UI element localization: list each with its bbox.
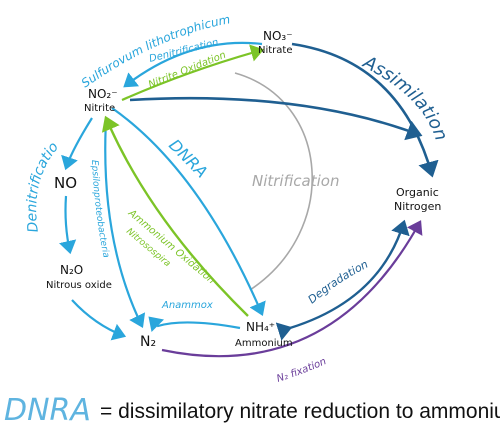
nitrite-formula: NO₂⁻	[88, 87, 118, 101]
assimilation-arrow	[291, 42, 439, 178]
n2-label: N₂	[140, 334, 156, 350]
nitrite-to-n2-arrow	[104, 119, 146, 328]
nitrification-label: Nitrification	[252, 172, 339, 190]
anammox-label: Anammox	[161, 300, 213, 311]
ammonium-name: Ammonium	[235, 338, 293, 349]
nitrite-to-no-arrow	[61, 117, 93, 171]
n2o-name: Nitrous oxide	[46, 280, 112, 291]
nitrite-to-organic-arrow	[129, 96, 423, 141]
nitrite-name: Nitrite	[84, 103, 115, 114]
epsilon-label: Epsilonproteobacteria	[89, 160, 111, 259]
legend-dnra: DNRA	[4, 393, 91, 428]
dnra-arrow	[111, 107, 266, 317]
dnra-label: DNRA	[165, 135, 211, 181]
n2-fixation-label: N₂ fixation	[275, 356, 328, 385]
nitrate-name: Nitrate	[258, 45, 293, 56]
organic-nitrogen-line1: Organic	[396, 186, 439, 199]
legend-definition: = dissimilatory nitrate reduction to amm…	[100, 400, 500, 423]
degradation-arrow	[275, 219, 410, 341]
organic-nitrogen-line2: Nitrogen	[394, 200, 441, 213]
anammox-arrow	[148, 316, 241, 333]
ammonium-oxidation-arrow	[101, 115, 249, 317]
denitrification-top-arrow	[123, 41, 263, 88]
n2o-to-n2-arrow	[71, 299, 127, 341]
nitrite-oxidation-arrow	[121, 44, 265, 102]
n2o-formula: N₂O	[60, 263, 83, 277]
n2-fixation-arrow	[161, 220, 423, 358]
nitrate-formula: NO₃⁻	[263, 29, 293, 43]
ammonium-formula: NH₄⁺	[246, 320, 275, 334]
no-label: NO	[54, 174, 77, 192]
no-to-n2o-arrow	[59, 195, 77, 255]
denitrification-left-label: Denitrification	[0, 0, 62, 233]
